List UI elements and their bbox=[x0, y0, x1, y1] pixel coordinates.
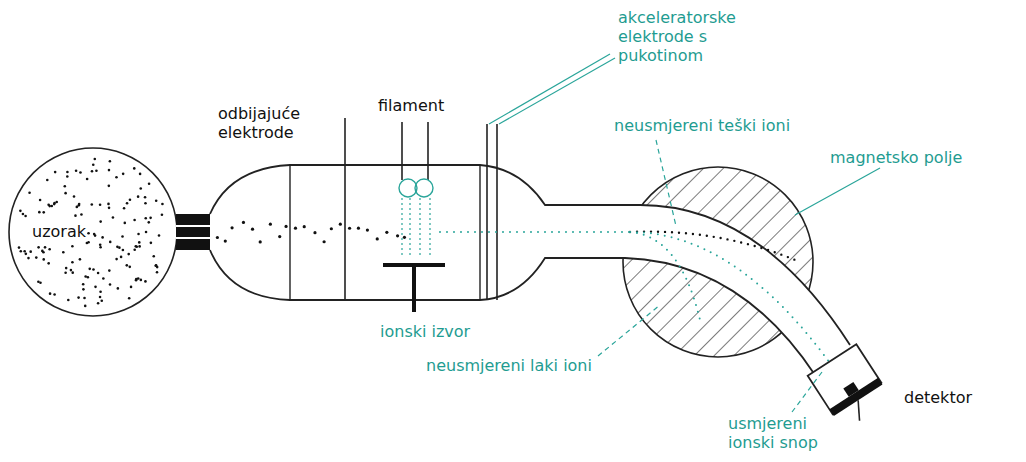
light-ions bbox=[630, 232, 700, 320]
sample-label: uzorak bbox=[32, 222, 112, 241]
sample-bulb bbox=[9, 148, 177, 316]
label-text: ionski izvor bbox=[380, 322, 470, 341]
vacuum-chamber bbox=[210, 250, 815, 375]
label-text: uzorak bbox=[32, 222, 86, 241]
label-text: akceleratorske elektrode s pukotinom bbox=[618, 8, 736, 65]
ion-source-label: ionski izvor bbox=[380, 322, 510, 341]
sample-molecules bbox=[18, 158, 164, 308]
detector-label: detektor bbox=[904, 388, 1004, 407]
label-text: neusmjereni teški ioni bbox=[614, 116, 790, 135]
flight-tube-interior bbox=[555, 205, 850, 375]
filament-label: filament bbox=[378, 96, 468, 115]
label-text: usmjereni ionski snop bbox=[728, 414, 818, 452]
accelerator-label: akceleratorske elektrode s pukotinom bbox=[618, 8, 788, 65]
label-text: odbijajuće elektrode bbox=[218, 104, 300, 142]
ions bbox=[216, 221, 406, 244]
repeller-label: odbijajuće elektrode bbox=[218, 104, 348, 142]
field-label: magnetsko polje bbox=[830, 148, 990, 167]
electron-beam bbox=[402, 198, 430, 258]
label-text: detektor bbox=[904, 388, 972, 407]
beam-label: usmjereni ionski snop bbox=[728, 414, 848, 452]
heavy-ions bbox=[630, 232, 800, 262]
accelerator-electrode bbox=[496, 124, 498, 300]
accelerator-electrode bbox=[486, 124, 488, 300]
detector-box bbox=[808, 344, 893, 431]
label-text: neusmjereni laki ioni bbox=[426, 356, 592, 375]
ion-beam bbox=[440, 231, 630, 233]
filament-coil bbox=[415, 179, 433, 197]
vacuum-chamber bbox=[210, 165, 850, 345]
filament-lead bbox=[427, 122, 429, 180]
heavy-ions-label: neusmjereni teški ioni bbox=[614, 116, 844, 135]
label-text: magnetsko polje bbox=[830, 148, 962, 167]
inlet-valve bbox=[176, 214, 210, 250]
label-text: filament bbox=[378, 96, 444, 115]
light-ions-label: neusmjereni laki ioni bbox=[426, 356, 656, 375]
repeller-electrode bbox=[344, 118, 346, 300]
filament-coil bbox=[399, 179, 417, 197]
filament-lead bbox=[401, 122, 403, 180]
focused-beam bbox=[630, 232, 850, 392]
